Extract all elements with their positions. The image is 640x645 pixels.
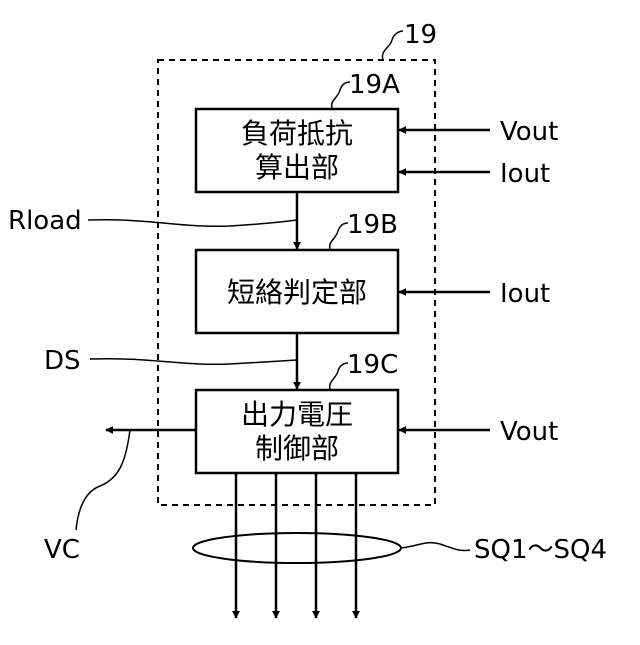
block-19b-line1: 短絡判定部: [227, 276, 367, 309]
ds-leader: [90, 359, 297, 365]
block-19b-ref: 19B: [347, 210, 398, 240]
vc-leader: [76, 430, 130, 530]
sq-leader: [401, 543, 470, 551]
vc-label: VC: [44, 535, 80, 565]
rload-leader: [88, 220, 297, 227]
outer-block-leader: [382, 31, 403, 60]
block-19a-line1: 負荷抵抗: [241, 117, 353, 150]
iout-label-a: Iout: [500, 159, 550, 189]
block-19a-line2: 算出部: [255, 151, 339, 184]
block-19a-leader: [332, 82, 350, 108]
vout-label-a: Vout: [500, 117, 558, 147]
iout-label-b: Iout: [500, 279, 550, 309]
rload-label: Rload: [8, 206, 82, 236]
sq-label: SQ1～SQ4: [474, 535, 607, 565]
sq-bundle-ellipse: [193, 533, 401, 563]
block-19b-leader: [330, 223, 348, 249]
block-19c-line1: 出力電圧: [241, 398, 353, 431]
block-19c-leader: [330, 363, 348, 389]
block-19a-ref: 19A: [349, 70, 400, 100]
vout-label-c: Vout: [500, 417, 558, 447]
ds-label: DS: [44, 346, 81, 376]
block-19c-ref: 19C: [347, 350, 398, 380]
outer-block-ref: 19: [404, 20, 437, 50]
block-19c-line2: 制御部: [255, 432, 339, 465]
